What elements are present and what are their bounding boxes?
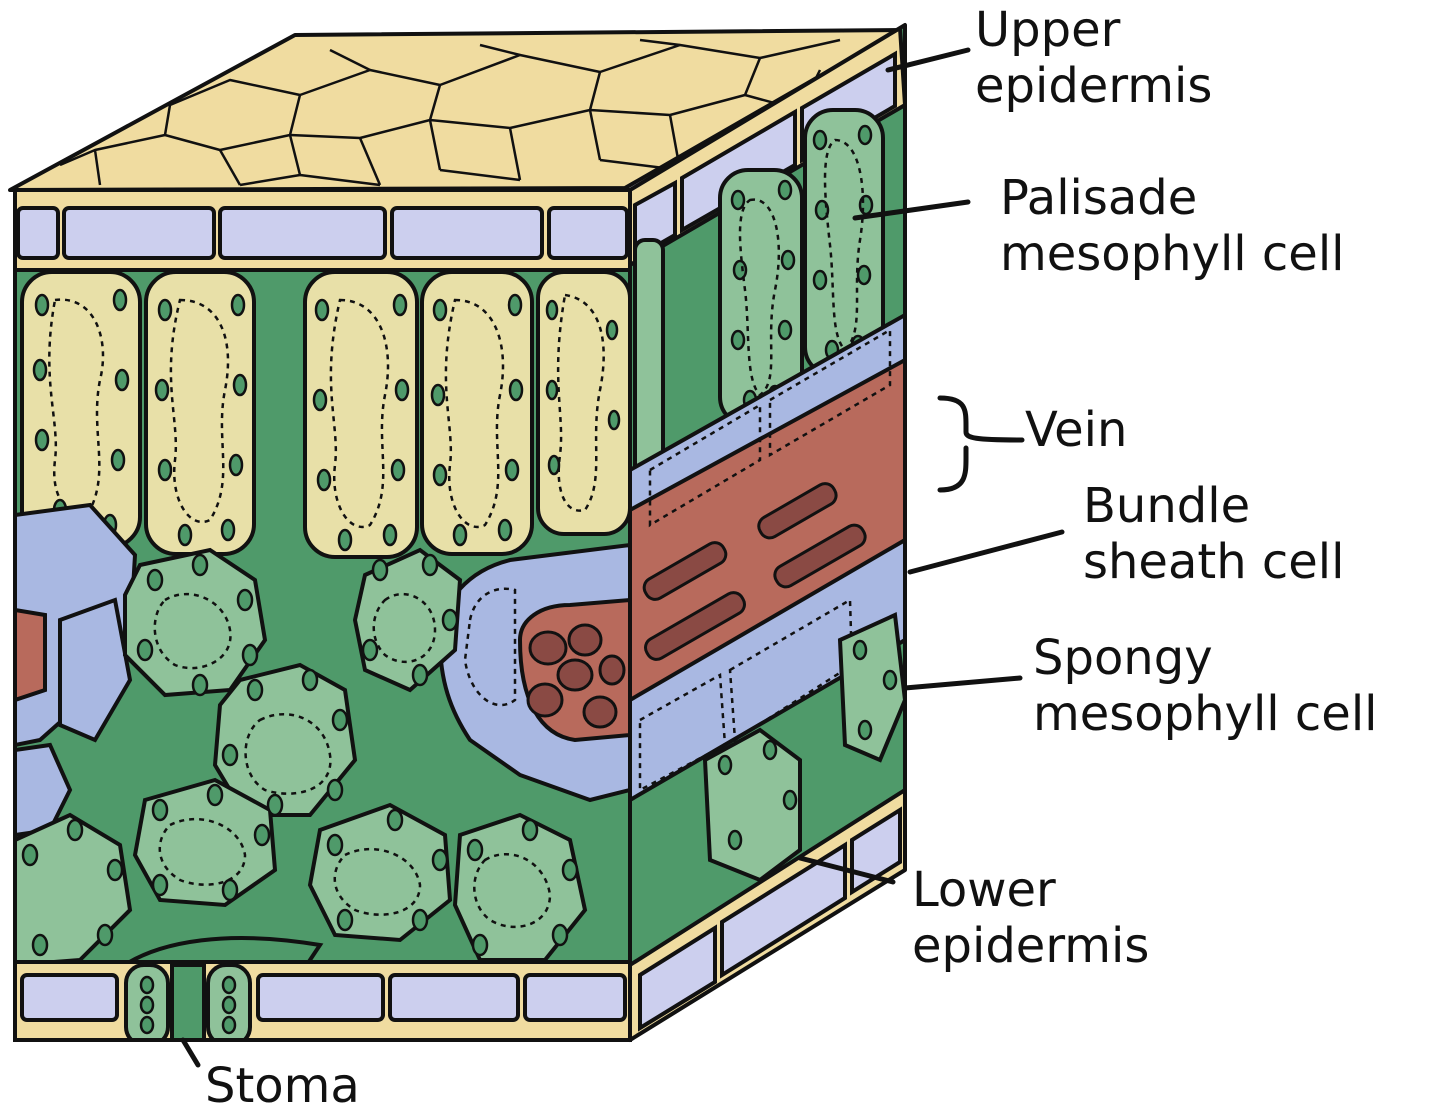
label-palisade-line1: Palisade <box>1000 170 1198 226</box>
label-bundle-sheath: Bundle sheath cell <box>1083 478 1344 590</box>
label-palisade-line2: mesophyll cell <box>1000 226 1345 282</box>
label-spongy-line1: Spongy <box>1033 630 1213 686</box>
label-bundle-sheath-line2: sheath cell <box>1083 534 1345 590</box>
upper-epidermis-cells <box>15 190 630 272</box>
label-vein-line1: Vein <box>1025 402 1128 458</box>
chloroplasts <box>21 553 579 957</box>
front-face <box>15 190 630 1040</box>
label-palisade-mesophyll: Palisade mesophyll cell <box>1000 170 1344 282</box>
label-stoma: Stoma <box>205 1058 360 1114</box>
side-face <box>630 25 905 1040</box>
leader-palisade <box>852 199 971 221</box>
palisade-mesophyll-cells <box>20 270 630 559</box>
label-spongy-line2: mesophyll cell <box>1033 686 1378 742</box>
label-lower-epidermis-line2: epidermis <box>912 918 1150 974</box>
label-upper-epidermis: Upper epidermis <box>975 2 1212 114</box>
label-lower-epidermis-line1: Lower <box>912 862 1056 918</box>
label-vein: Vein <box>1025 402 1127 458</box>
label-bundle-sheath-line1: Bundle <box>1083 478 1251 534</box>
label-upper-epidermis-line2: epidermis <box>975 58 1213 114</box>
lower-epidermis-cells <box>15 936 630 1040</box>
stoma-pore <box>170 963 206 1040</box>
leader-stoma <box>180 1037 201 1068</box>
label-upper-epidermis-line1: Upper <box>975 2 1121 58</box>
leader-lower-epidermis <box>797 855 896 885</box>
spongy-side <box>702 612 905 883</box>
palisade-side <box>633 108 885 482</box>
leader-spongy <box>902 675 1023 691</box>
label-spongy-mesophyll: Spongy mesophyll cell <box>1033 630 1377 742</box>
bundle-sheath-side <box>630 311 905 804</box>
label-lower-epidermis: Lower epidermis <box>912 862 1149 974</box>
vein-bracket <box>937 395 1025 493</box>
lower-epidermis-side <box>630 786 905 1040</box>
leader-lines <box>180 47 1065 1068</box>
leader-bundle-sheath <box>907 529 1065 575</box>
spongy-cell-vacuoles <box>153 592 552 929</box>
leader-upper-epidermis <box>885 47 971 73</box>
label-stoma-line1: Stoma <box>205 1058 360 1114</box>
